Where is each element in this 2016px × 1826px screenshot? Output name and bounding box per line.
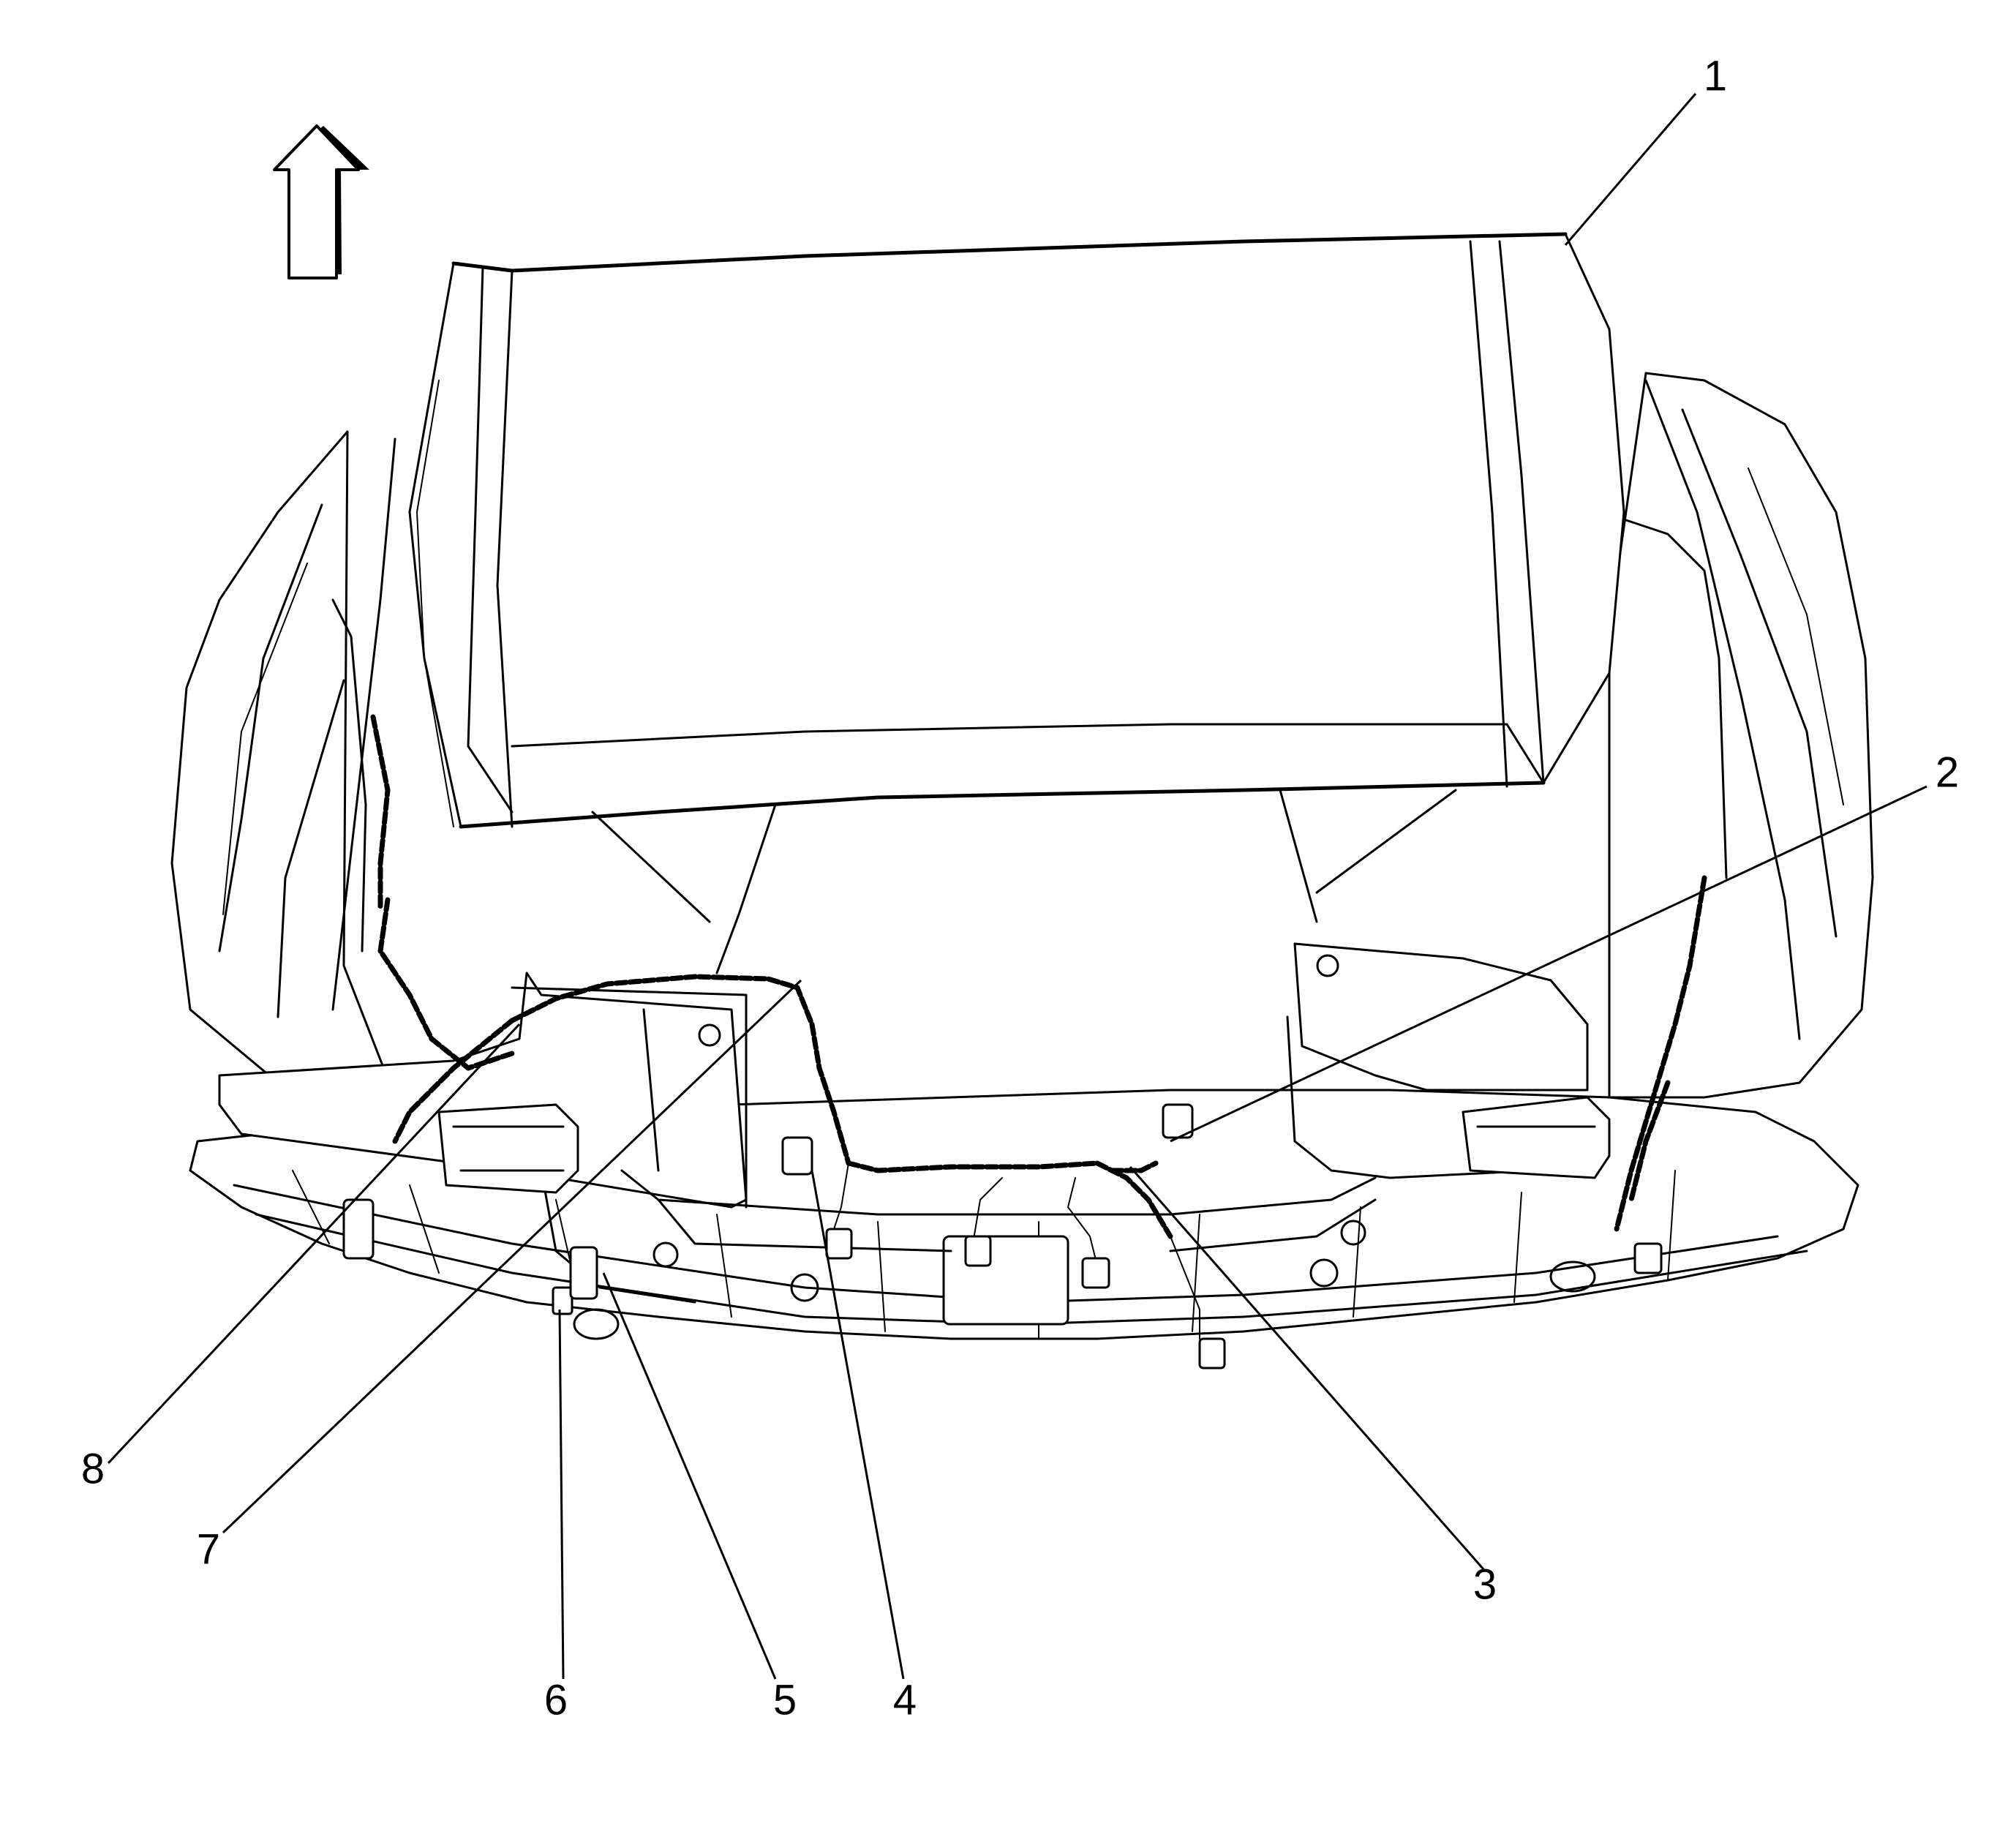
callout-3: 3: [1473, 1560, 1497, 1608]
callout-8: 8: [81, 1445, 105, 1492]
harness-connectors: [342, 954, 1663, 1370]
left-fender: [170, 430, 396, 1099]
callout-2: 2: [1936, 748, 1959, 796]
up-arrow-icon: [273, 124, 369, 279]
headlamp-openings: [437, 1096, 1611, 1194]
callout-4: 4: [893, 1676, 917, 1724]
callout-labels: 1 2 3 4 5 6 7 8: [81, 52, 1959, 1724]
callout-7: 7: [197, 1525, 220, 1573]
right-fender: [1601, 372, 1874, 1099]
callout-5: 5: [773, 1676, 797, 1724]
callout-1: 1: [1704, 52, 1727, 99]
callout-6: 6: [544, 1676, 568, 1724]
hood: [408, 232, 1625, 974]
callout-leaders: [107, 93, 1927, 1680]
